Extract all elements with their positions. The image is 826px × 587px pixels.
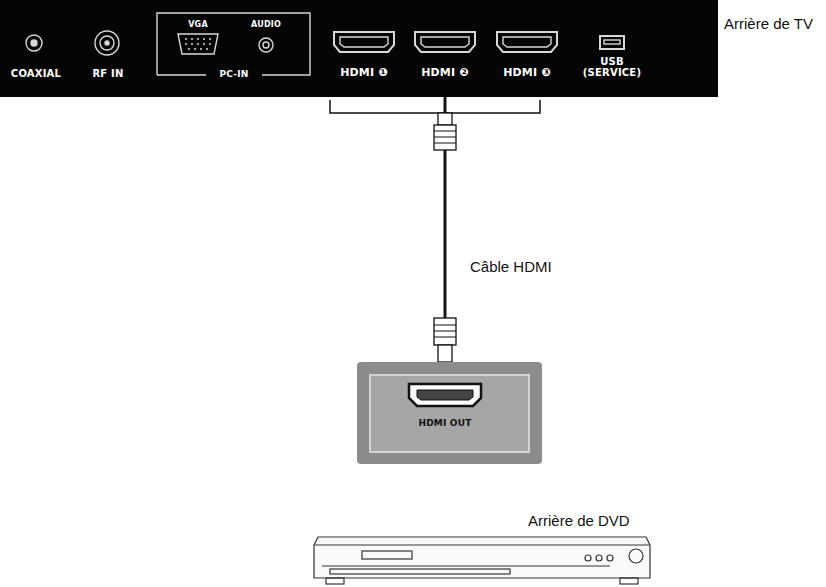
device-label: Arrière de DVD: [528, 512, 630, 529]
port-label: RF IN: [92, 68, 123, 79]
port-icons: [0, 0, 718, 97]
cable-label: Câble HDMI: [470, 258, 552, 275]
hdmi-plug-bottom: [434, 318, 456, 362]
port-label: HDMI ❸: [503, 67, 551, 79]
port-label: HDMI ❶: [340, 67, 388, 79]
port-label: COAXIAL: [11, 68, 61, 79]
port-label: HDMI OUT: [418, 419, 471, 429]
port-label: HDMI ❷: [421, 67, 469, 79]
port-group-label: PC-IN: [216, 70, 251, 80]
port-bracket: [330, 100, 540, 113]
dvd-hdmi-panel: HDMI OUT: [357, 362, 542, 464]
port-label: USB (SERVICE): [581, 56, 643, 78]
tv-back-panel: COAXIAL RF IN VGA AUDIO PC-IN HDMI ❶ HDMI ❷ HDM…: [0, 0, 718, 97]
device-label: Arrière de TV: [724, 15, 813, 32]
port-label: AUDIO: [251, 21, 281, 30]
port-label: VGA: [188, 21, 208, 30]
hdmi-plug-top: [434, 113, 456, 150]
dvd-player: [314, 537, 650, 584]
port-icons: [357, 362, 542, 464]
